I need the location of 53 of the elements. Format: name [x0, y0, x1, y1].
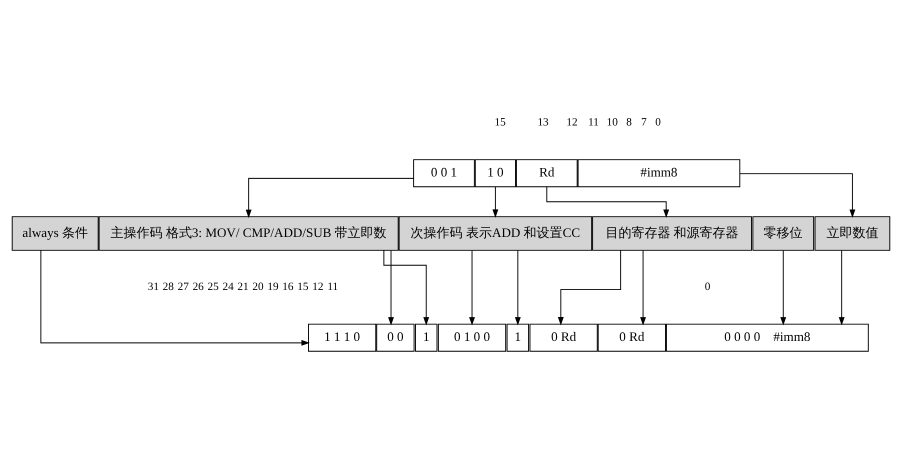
node-box: 0 0 0 0 #imm8 — [666, 324, 869, 352]
label: 20 — [252, 281, 264, 294]
arrow — [640, 250, 646, 326]
label: 16 — [282, 281, 294, 294]
arrow — [558, 250, 622, 326]
node-box: 1 0 — [474, 159, 516, 188]
label: 11 — [327, 281, 338, 294]
node-box: 1 1 1 0 — [308, 324, 376, 352]
label: 13 — [537, 116, 549, 129]
node-box: 0 0 1 — [413, 159, 475, 188]
label: 26 — [192, 281, 204, 294]
label: 27 — [178, 281, 189, 294]
arrow — [246, 178, 414, 218]
node-box: 0 Rd — [598, 324, 666, 352]
label: 25 — [208, 281, 219, 294]
label: 0 — [655, 116, 661, 129]
arrow — [383, 250, 430, 326]
node-box: 立即数值 — [814, 216, 890, 251]
node-box: 零移位 — [752, 216, 814, 251]
node-box: 0 0 — [376, 324, 415, 352]
label: 19 — [267, 281, 279, 294]
arrow — [780, 250, 786, 326]
label: 31 — [148, 281, 159, 294]
arrow — [492, 186, 498, 218]
arrow — [469, 250, 475, 326]
label: 12 — [312, 281, 324, 294]
label: 7 — [641, 116, 647, 129]
label: 0 — [704, 281, 710, 294]
arrow — [546, 186, 670, 218]
node-box: Rd — [516, 159, 578, 188]
node-box: 目的寄存器 和源寄存器 — [592, 216, 752, 251]
label: 15 — [494, 116, 506, 129]
node-box: 1 — [506, 324, 530, 352]
label: 21 — [237, 281, 249, 294]
label: 12 — [566, 116, 578, 129]
arrow — [388, 250, 394, 326]
node-box: always 条件 — [12, 216, 99, 251]
label: 8 — [626, 116, 632, 129]
node-box: 0 Rd — [530, 324, 598, 352]
node-box: #imm8 — [578, 159, 740, 188]
label: 15 — [297, 281, 308, 294]
label: 11 — [588, 116, 599, 129]
label: 10 — [606, 116, 618, 129]
node-box: 主操作码 格式3: MOV/ CMP/ADD/SUB 带立即数 — [98, 216, 399, 251]
node-box: 1 — [415, 324, 438, 352]
arrow — [40, 250, 310, 346]
label: 28 — [162, 281, 174, 294]
label: 24 — [222, 281, 234, 294]
arrow — [739, 173, 856, 218]
arrow — [514, 250, 521, 326]
arrow — [838, 250, 845, 326]
node-box: 次操作码 表示ADD 和设置CC — [398, 216, 592, 251]
node-box: 0 1 0 0 — [438, 324, 506, 352]
